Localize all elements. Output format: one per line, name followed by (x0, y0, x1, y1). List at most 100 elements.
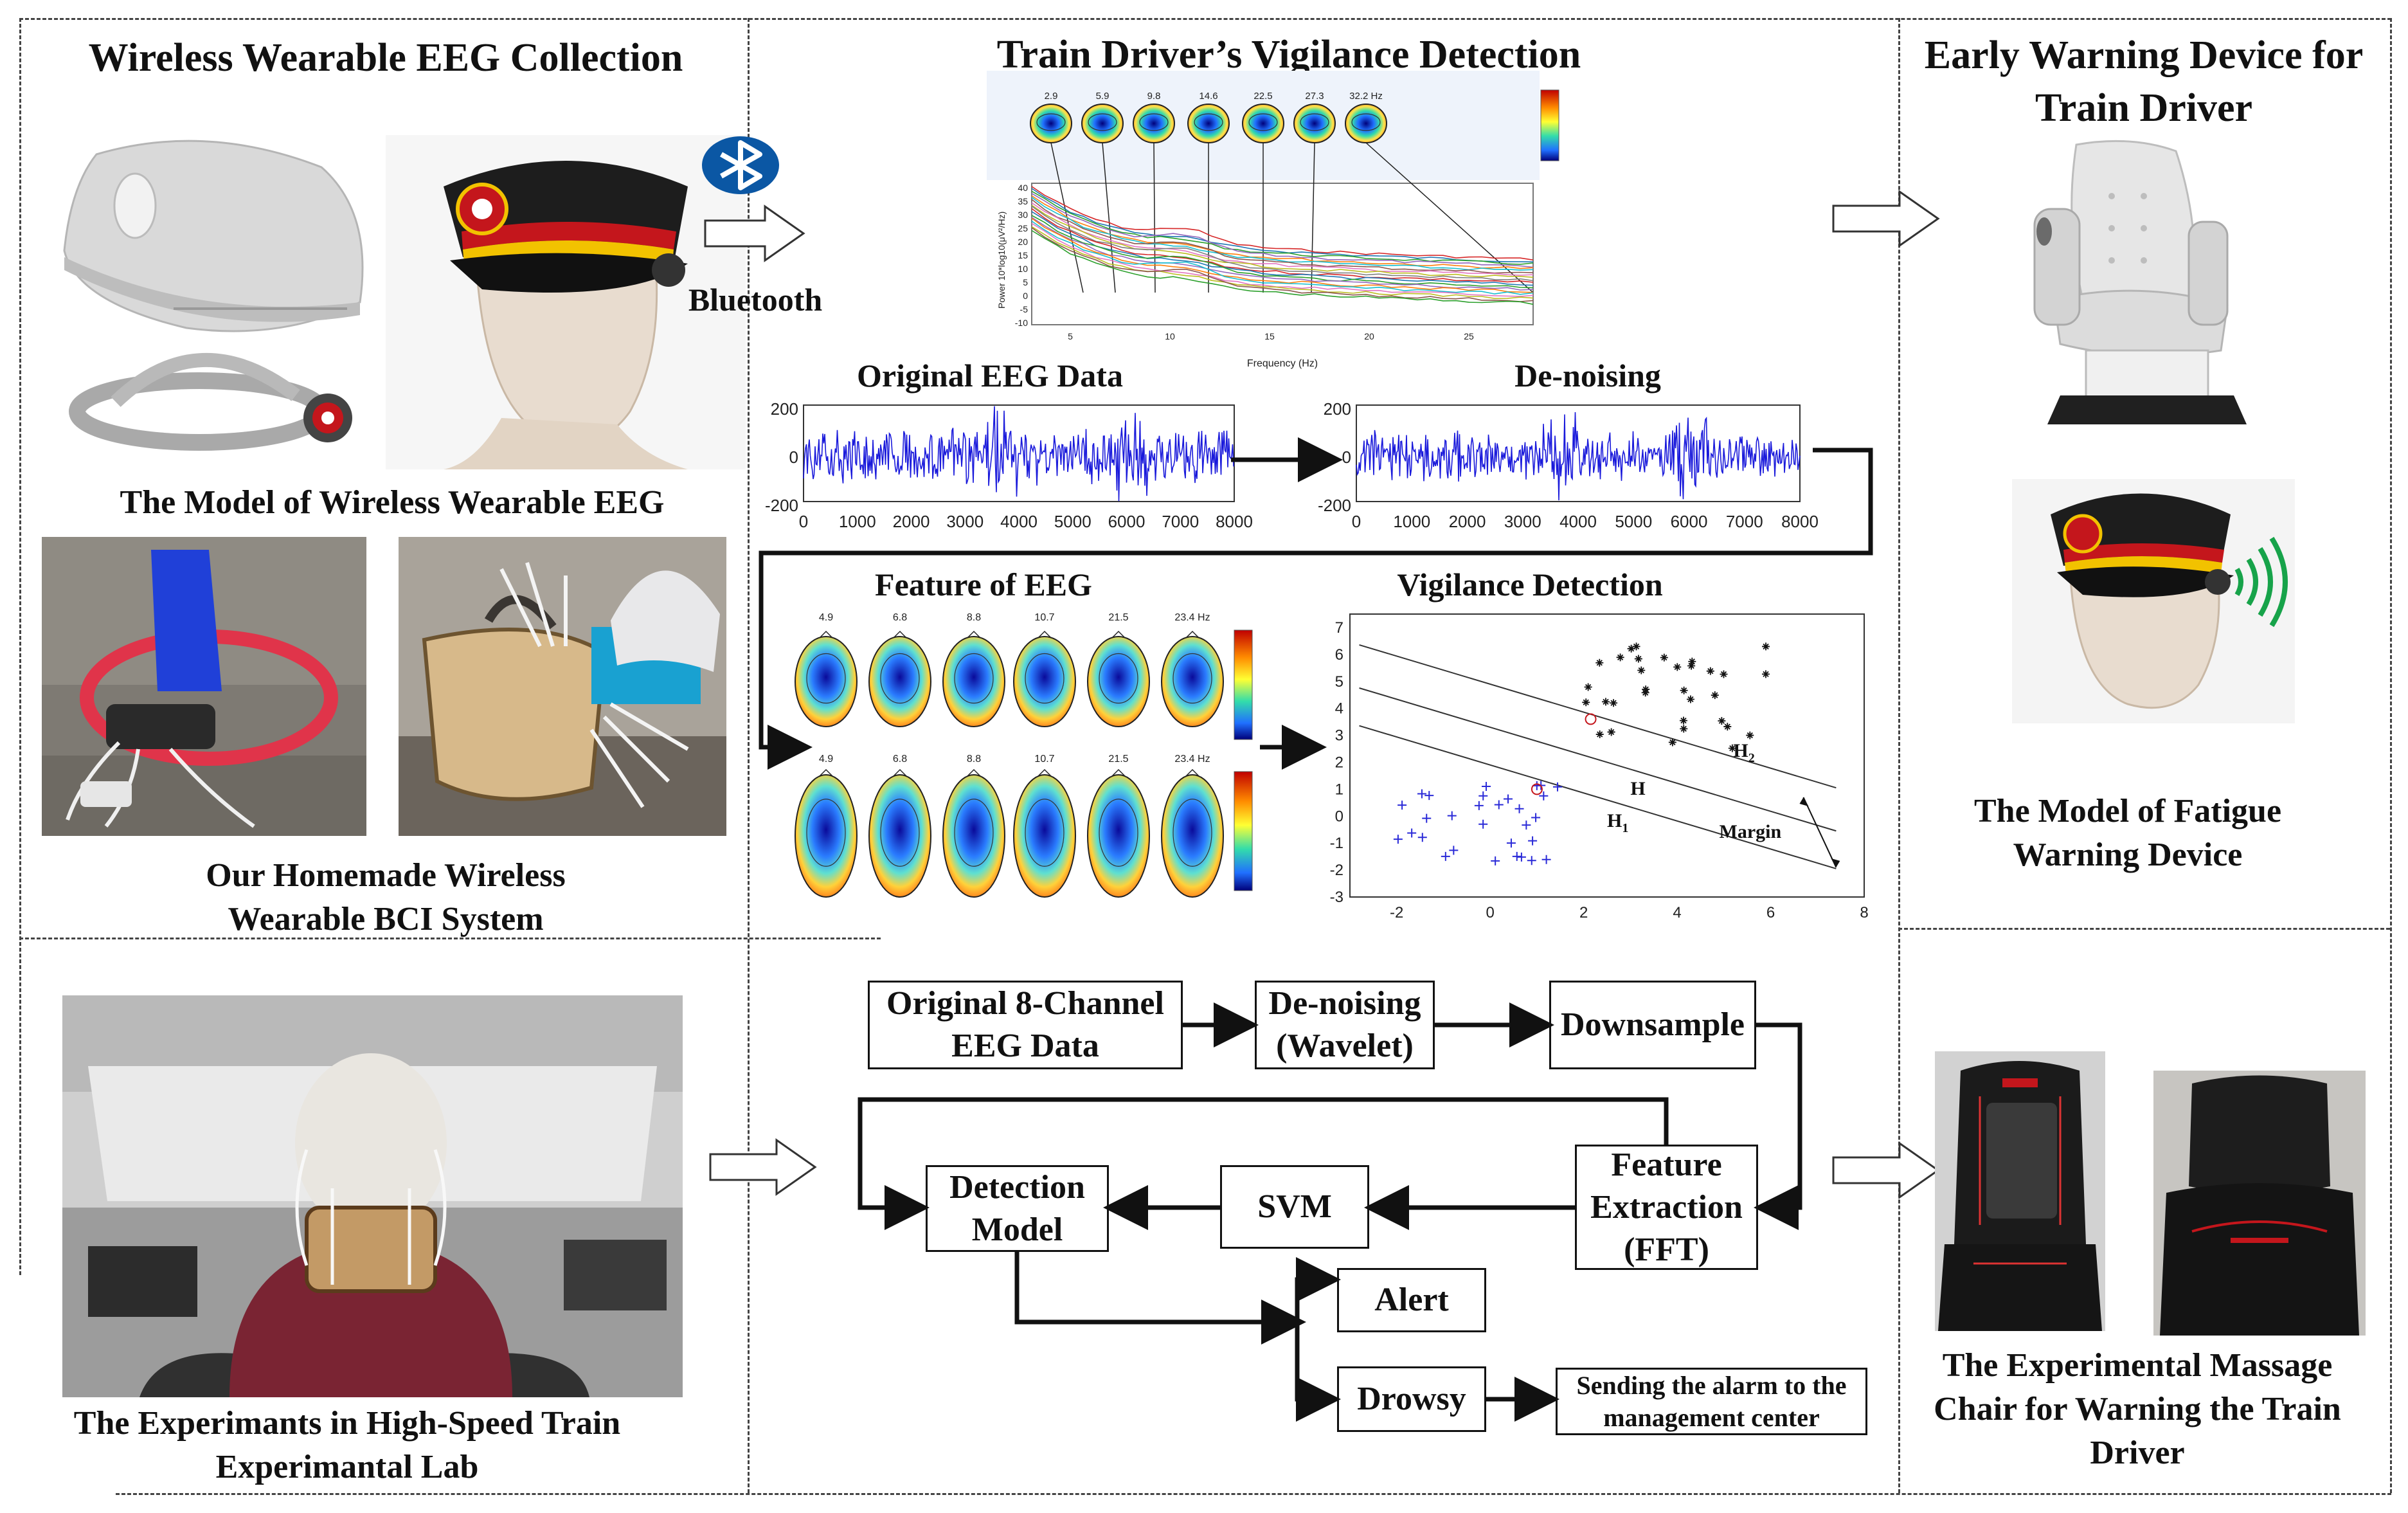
psd-topo-freq: 2.9 (1045, 91, 1058, 102)
svm-point-alert (1528, 836, 1538, 846)
svm-point-drowsy (1642, 685, 1650, 694)
signal-ytick: 0 (1342, 448, 1351, 467)
svm-point-alert (1541, 855, 1551, 864)
flow-drowsy: Drowsy (1337, 1366, 1486, 1432)
flow-drowsy-text: Drowsy (1357, 1381, 1466, 1417)
svm-point-alert (1527, 856, 1536, 865)
svm-xtick: 6 (1766, 904, 1775, 921)
psd-topo-contour (1248, 113, 1278, 131)
feature-topo-map (1161, 636, 1224, 727)
svm-point-drowsy (1637, 666, 1646, 675)
psd-ytick: 40 (1018, 183, 1028, 193)
flow-feature-text: Feature Extraction (FFT) (1590, 1146, 1743, 1268)
psd-topo-freq: 27.3 (1305, 91, 1324, 102)
psd-topo-freq: 22.5 (1253, 91, 1272, 102)
psd-ytick: -10 (1015, 318, 1028, 328)
divider-middle-right (1898, 18, 1900, 1493)
border-top (19, 18, 2391, 20)
feature-topo-nose (1038, 768, 1052, 777)
flow-downsample-text: Downsample (1560, 1006, 1745, 1043)
svm-point-alert (1417, 833, 1427, 842)
svm-point-alert (1504, 794, 1513, 804)
svm-ytick: 3 (1335, 727, 1343, 745)
warning-cap-model (2012, 479, 2295, 723)
feature-topo-freq: 23.4 Hz (1174, 612, 1210, 623)
signal-xtick: 6000 (1671, 512, 1708, 531)
psd-spectrum-line (1031, 186, 1534, 261)
psd-spectrum-line (1031, 193, 1534, 268)
feature-topo-map (942, 774, 1005, 898)
psd-spectrum-line (1031, 190, 1534, 265)
feature-topo-map (942, 636, 1005, 727)
svm-ytick: 0 (1335, 808, 1343, 825)
arrow-to-massage-chair (1832, 1141, 1940, 1199)
flow-original-text: Original 8-Channel EEG Data (886, 985, 1164, 1064)
border-left-upper (19, 18, 21, 1275)
feature-topo-nose (893, 630, 907, 639)
psd-topo-freq: 5.9 (1096, 91, 1110, 102)
feature-topo-nose (893, 768, 907, 777)
psd-topo-contour (1194, 113, 1223, 131)
divider-horizontal-left (19, 938, 881, 939)
feature-topo-freq: 21.5 (1108, 754, 1128, 765)
flow-downsample: Downsample (1549, 981, 1756, 1069)
feature-topo-freq: 4.9 (819, 612, 833, 623)
feature-topo-contour (1173, 799, 1212, 867)
svm-point-drowsy (1607, 728, 1615, 736)
feature-topo-contour (1025, 653, 1065, 704)
svm-point-drowsy (1673, 663, 1682, 671)
psd-spectrum-line (1031, 208, 1534, 283)
psd-ytick: 20 (1018, 237, 1028, 247)
signal-xtick: 7000 (1726, 512, 1763, 531)
psd-xtick: 20 (1364, 331, 1374, 341)
psd-xtick: 15 (1264, 331, 1275, 341)
svm-point-drowsy (1632, 642, 1640, 651)
svm-ytick: 5 (1335, 673, 1343, 691)
model-caption: The Model of Wireless Wearable EEG (120, 484, 665, 521)
homemade-headband-photo (42, 537, 366, 836)
feature-topo-contour (1173, 653, 1212, 704)
feature-topo-nose (1185, 768, 1200, 777)
svm-point-alert (1514, 804, 1524, 813)
psd-spectrum-line (1031, 205, 1534, 282)
psd-topo-contour (1036, 113, 1066, 131)
psd-ytick: 0 (1023, 291, 1028, 301)
svm-point-drowsy (1627, 644, 1635, 653)
psd-ytick: -5 (1020, 304, 1029, 314)
svm-point-drowsy (1761, 670, 1770, 678)
feature-topo-contour (1025, 799, 1065, 867)
psd-xlabel: Frequency (Hz) (1247, 358, 1318, 369)
svm-point-alert (1481, 781, 1491, 791)
svm-point-drowsy (1668, 738, 1676, 747)
psd-spectrum-line (1031, 195, 1534, 269)
psd-topo-map (1133, 104, 1175, 143)
svm-hyperplane-h2 (1359, 644, 1837, 789)
psd-topo-map (1293, 104, 1336, 143)
psd-ylabel: Power 10*log10(μV²/Hz) (996, 212, 1007, 309)
svm-point-alert (1478, 819, 1488, 829)
svm-label-margin: Margin (1720, 821, 1782, 842)
feature-topo-contour (806, 653, 846, 704)
psd-spectrum-line (1031, 226, 1534, 300)
feature-topo-freq: 8.8 (967, 612, 981, 623)
svm-point-drowsy (1687, 662, 1696, 670)
svm-point-drowsy (1728, 744, 1736, 752)
psd-topo-contour (1088, 113, 1117, 131)
svm-point-drowsy (1595, 730, 1604, 739)
feature-topo-freq: 6.8 (893, 612, 907, 623)
psd-connector-line (1153, 142, 1156, 293)
signal-xtick: 8000 (1781, 512, 1819, 531)
feature-topo-map (795, 774, 858, 898)
svm-point-alert (1407, 828, 1417, 838)
flow-feature-extraction: Feature Extraction (FFT) (1575, 1145, 1758, 1270)
svm-point-alert (1512, 851, 1522, 861)
psd-xtick: 5 (1068, 331, 1073, 341)
svm-support-vector (1531, 783, 1543, 795)
feature-colorbar (1234, 771, 1253, 891)
signal-xtick: 3000 (1504, 512, 1541, 531)
signal-xtick: 3000 (946, 512, 984, 531)
psd-topo-freq: 14.6 (1199, 91, 1217, 102)
signal-xtick: 5000 (1615, 512, 1652, 531)
